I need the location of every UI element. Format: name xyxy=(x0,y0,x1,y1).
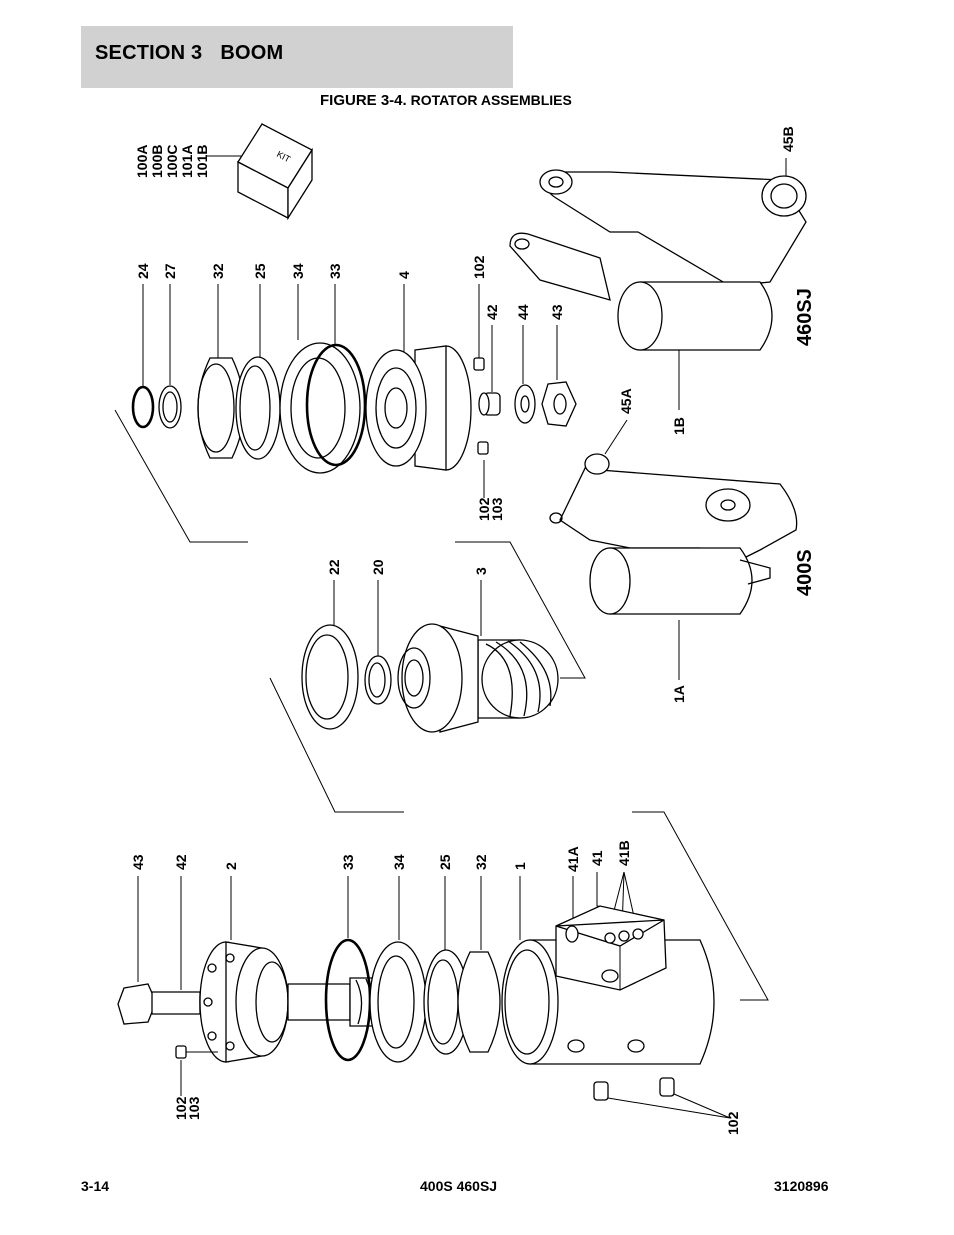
footer-model: 400S 460SJ xyxy=(420,1178,498,1194)
callout-43-lower: 43 xyxy=(130,854,146,870)
callout-33-upper: 33 xyxy=(327,263,343,279)
part-102-screw-lower-left xyxy=(175,1045,187,1059)
part-102-screw-lower xyxy=(477,441,489,455)
callout-101a: 101A xyxy=(179,145,195,178)
callout-102-bottom: 102 xyxy=(476,497,492,521)
callout-102-lower-left: 102 xyxy=(173,1096,189,1120)
callout-100a: 100A xyxy=(134,145,150,178)
part-42-spacer xyxy=(151,991,201,1015)
upper-seal-stack: 24 27 32 25 34 33 4 xyxy=(114,263,586,679)
kit-group: 100A 100B 100C 101A 101B KIT xyxy=(134,123,313,221)
part-4-end-cap xyxy=(365,345,472,471)
part-22-seal xyxy=(301,624,359,730)
part-41-valve-block xyxy=(555,905,667,991)
gear-group: 22 20 3 xyxy=(269,559,769,1001)
bracket-400s: 45A 400S 1A xyxy=(549,388,816,703)
section-title: BOOM xyxy=(220,42,284,64)
callout-1a: 1A xyxy=(671,685,687,703)
callout-101b: 101B xyxy=(194,145,210,178)
model-label-460sj: 460SJ xyxy=(794,288,816,346)
model-label-400s: 400S xyxy=(794,549,816,596)
callout-103-bottom: 103 xyxy=(489,497,505,521)
part-43-nut xyxy=(541,381,577,427)
section-header-text: SECTION 3 BOOM xyxy=(95,42,301,65)
callout-102-fitting: 102 xyxy=(725,1111,741,1135)
callout-25-upper: 25 xyxy=(252,263,268,279)
callout-3: 3 xyxy=(473,567,489,575)
callout-32-upper: 32 xyxy=(210,263,226,279)
part-1-housing xyxy=(501,939,715,1065)
callout-44: 44 xyxy=(515,304,531,320)
figure-number: FIGURE 3-4. xyxy=(320,92,407,109)
part-25-seal xyxy=(235,356,281,460)
callout-32-lower: 32 xyxy=(473,854,489,870)
callout-1: 1 xyxy=(512,862,528,870)
callout-100c: 100C xyxy=(164,145,180,178)
callout-100b: 100B xyxy=(149,145,165,178)
callout-42-upper: 42 xyxy=(484,304,500,320)
footer-page-number: 3-14 xyxy=(81,1178,110,1194)
fastener-group: 102 42 44 43 102 103 xyxy=(471,255,577,521)
kit-box: KIT xyxy=(237,123,313,221)
part-43-bolt-head xyxy=(117,983,157,1025)
figure-title: FIGURE 3-4. ROTATOR ASSEMBLIES xyxy=(320,92,572,109)
callout-45a: 45A xyxy=(618,388,634,414)
bracket-460sj: 45B 460SJ 1B xyxy=(509,126,816,435)
part-41a-fitting xyxy=(565,925,579,943)
callout-34-upper: 34 xyxy=(290,263,306,279)
shaft-assembly: 43 42 2 33 34 25 32 1 41A 41 41B xyxy=(117,840,741,1135)
part-102-screw-upper xyxy=(473,357,485,371)
callout-41b: 41B xyxy=(616,840,632,866)
figure-caption: ROTATOR ASSEMBLIES xyxy=(410,92,572,108)
part-34-washer xyxy=(279,342,361,474)
section-header: SECTION 3 BOOM xyxy=(81,26,513,88)
part-33-oring xyxy=(305,343,367,467)
callout-24: 24 xyxy=(135,263,151,279)
callout-102-upper: 102 xyxy=(471,255,487,279)
part-24-oring xyxy=(131,385,155,429)
part-44-washer xyxy=(514,384,536,424)
callout-45b: 45B xyxy=(780,126,796,152)
callout-34-lower: 34 xyxy=(391,854,407,870)
callout-20: 20 xyxy=(370,559,386,575)
callout-33-lower: 33 xyxy=(340,854,356,870)
part-3-helical-gear xyxy=(397,623,559,733)
callout-4: 4 xyxy=(396,271,412,279)
callout-42-lower: 42 xyxy=(173,854,189,870)
part-102-fittings xyxy=(593,1077,675,1101)
callout-103-lower-left: 103 xyxy=(186,1096,202,1120)
callout-41: 41 xyxy=(589,850,605,866)
part-32-bearing-lower xyxy=(457,951,501,1053)
callout-25-lower: 25 xyxy=(437,854,453,870)
callout-27: 27 xyxy=(162,263,178,279)
section-number: SECTION 3 xyxy=(95,42,203,64)
callout-2: 2 xyxy=(223,862,239,870)
callout-1b: 1B xyxy=(671,417,687,435)
callout-22: 22 xyxy=(326,559,342,575)
footer-doc-number: 3120896 xyxy=(774,1178,829,1194)
callout-41a: 41A xyxy=(565,846,581,872)
callout-43-upper: 43 xyxy=(549,304,565,320)
part-2-flange xyxy=(199,941,289,1063)
